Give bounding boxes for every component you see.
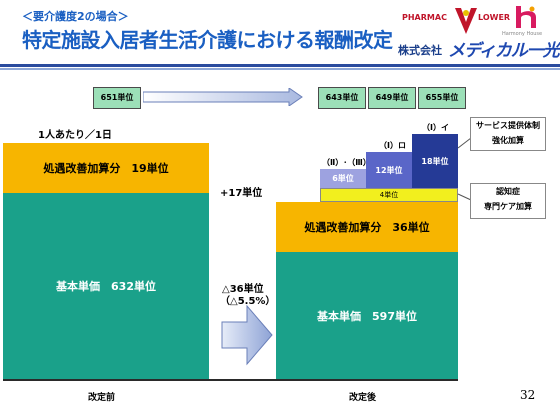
decrease-percent-label: （△5.5%） [220,296,276,307]
after-total-units-2: 649単位 [368,87,416,109]
slide-title: 特定施設入居者生活介護における報酬改定 [22,28,393,52]
callout-line: 認知症 [496,187,520,196]
before-treatment-improvement-label: 処遇改善加算分 19単位 [43,162,169,175]
dementia-care-addition-bar: 4単位 [320,188,458,202]
callout-line: 専門ケア加算 [484,202,532,211]
right-arrow-icon [143,88,303,106]
logo-pharmac-text: PHARMAC [402,13,447,22]
after-base-price-label: 基本単価 597単位 [317,309,417,323]
callout-connectors [457,137,472,201]
after-total-units-1: 643単位 [318,87,366,109]
increase-label: +17単位 [220,188,263,199]
tier-label-ii-iii: （Ⅱ）･（Ⅲ） [322,158,371,167]
decrease-label: △36単位 [222,284,264,295]
after-total-units-3: 655単位 [418,87,466,109]
segment-label: 6単位 [332,174,354,183]
logo-lower-text: LOWER [478,13,511,22]
dementia-care-callout: 認知症 専門ケア加算 [470,183,546,219]
before-base-price-bar: 基本単価 632単位 [3,193,209,379]
header-rule-light [0,68,560,70]
chart-baseline [3,379,458,381]
segment-label: 18単位 [421,156,449,166]
service-system-callout: サービス提供体制 強化加算 [470,117,546,151]
tier-label-i-i: （Ⅰ）イ [422,123,449,132]
company-name: メディカル一光 [448,41,560,61]
logo-harmony-text: Harmony House [502,31,543,37]
after-treatment-improvement-label: 処遇改善加算分 36単位 [304,221,430,234]
before-revision-label: 改定前 [88,393,116,403]
after-treatment-improvement-bar: 処遇改善加算分 36単位 [276,202,458,252]
segment-label: 12単位 [375,165,403,175]
company-prefix: 株式会社 [398,44,442,57]
service-addition-segment-ii-iii: 6単位 [320,169,366,188]
header-rule [0,64,560,67]
callout-line: 強化加算 [492,136,524,145]
service-addition-segment-i-ro: 12単位 [366,152,412,188]
before-total-units: 651単位 [93,87,141,109]
slide-subtitle: ＜要介護度2の場合＞ [22,10,129,23]
page-number: 32 [520,388,536,402]
tier-label-i-ro: （Ⅰ）ロ [379,141,406,150]
big-right-arrow-icon [221,304,273,366]
after-base-price-bar: 基本単価 597単位 [276,252,458,379]
per-person-label: 1人あたり／1日 [38,130,112,141]
after-revision-label: 改定後 [349,393,377,403]
service-addition-segment-i-i: 18単位 [412,134,458,188]
before-base-price-label: 基本単価 632単位 [56,280,156,293]
pharmac-lower-logo-icon [455,8,477,34]
harmony-house-logo-icon [516,6,536,28]
callout-line: サービス提供体制 [476,121,540,130]
before-treatment-improvement-bar: 処遇改善加算分 19単位 [3,143,209,193]
